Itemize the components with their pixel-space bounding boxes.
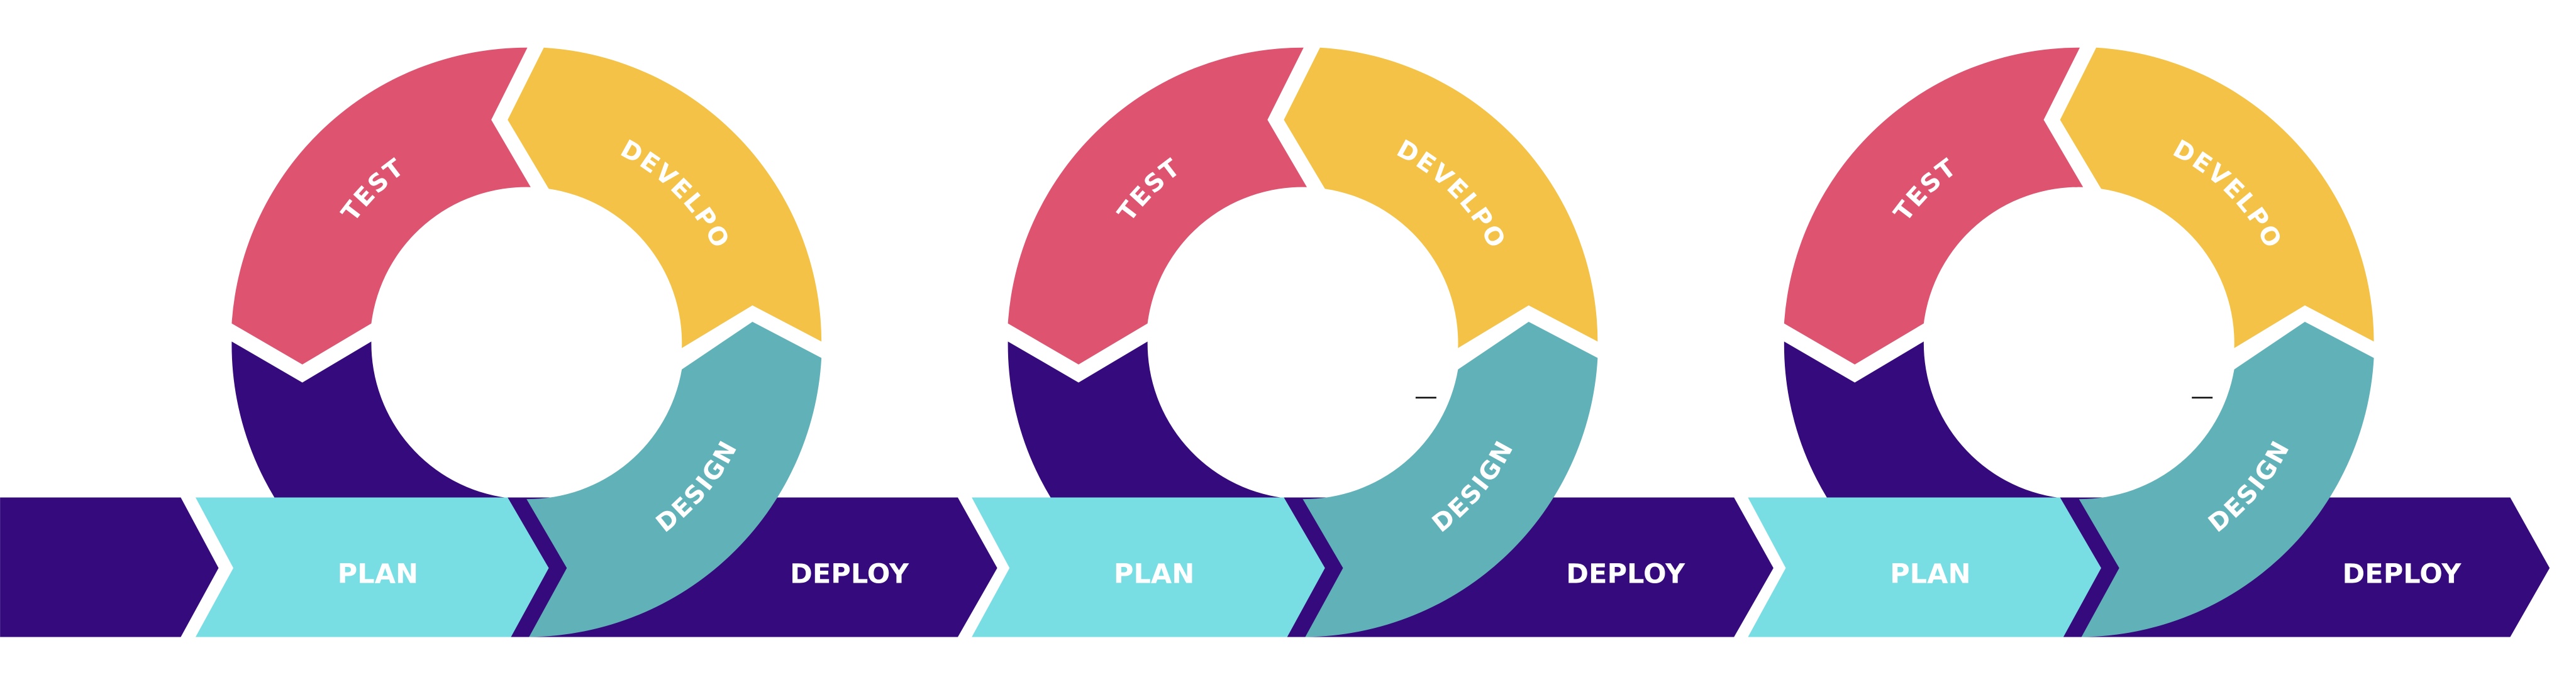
test-segment [1784, 47, 2084, 365]
develop-segment [1284, 47, 1598, 348]
deploy-segment [1784, 341, 2060, 498]
deploy-segment [1008, 341, 1284, 498]
plan-label: PLAN [1890, 558, 1970, 590]
test-segment [231, 47, 531, 365]
deploy-segment [231, 341, 508, 498]
plan-label: PLAN [338, 558, 418, 590]
plan-band [1748, 497, 2101, 637]
design-segment [2079, 321, 2374, 637]
design-segment [526, 321, 822, 637]
design-segment [1302, 321, 1598, 637]
plan-band [195, 497, 549, 637]
dash-mark: — [1414, 383, 1438, 410]
deploy-label: DEPLOY [1566, 558, 1685, 590]
plan-label: PLAN [1114, 558, 1194, 590]
dash-mark: — [2190, 383, 2214, 410]
test-segment [1008, 47, 1307, 365]
lead-band [0, 497, 219, 637]
develop-segment [508, 47, 822, 348]
develop-segment [2060, 47, 2374, 348]
deploy-label: DEPLOY [2343, 558, 2462, 590]
deploy-label: DEPLOY [790, 558, 909, 590]
plan-band [972, 497, 1325, 637]
